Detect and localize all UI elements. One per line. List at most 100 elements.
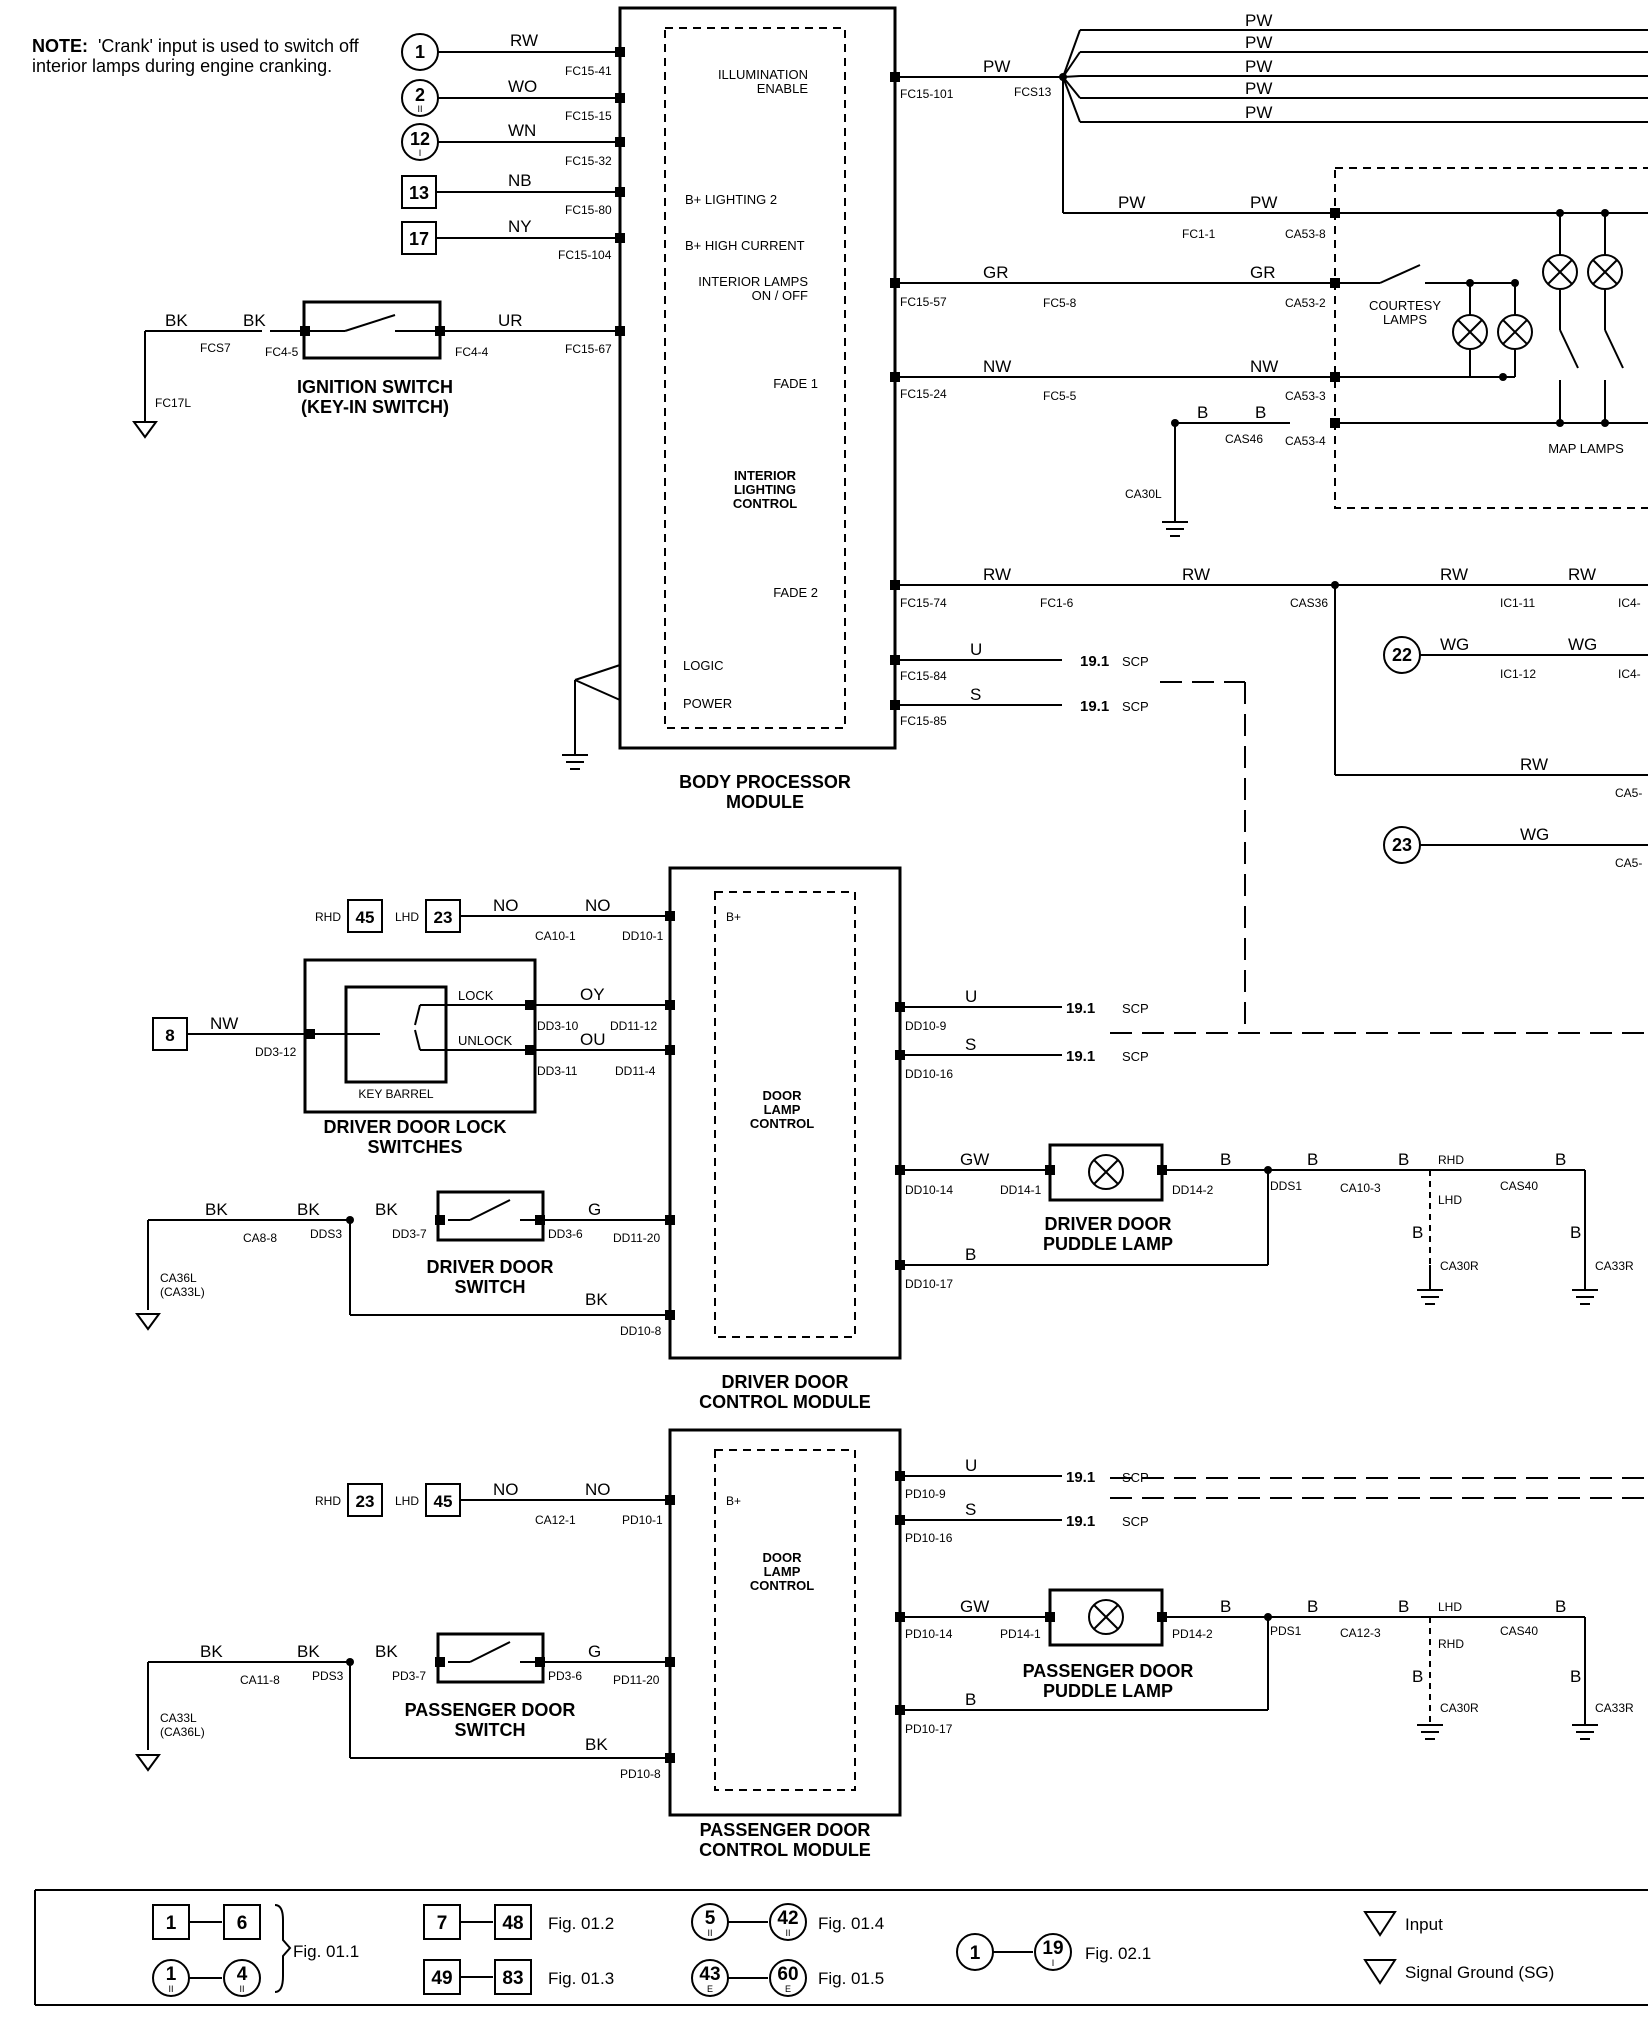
lhd-label-dd: LHD [1438,1193,1462,1207]
ddcm-title-1: DRIVER DOOR [721,1372,848,1392]
ref-num-8: 8 [165,1026,174,1045]
ref-num-22: 22 [1392,645,1412,665]
wire-b-pd-2: B [1307,1597,1318,1616]
wire-bk-ign-2: BK [243,311,266,330]
pin-fc4-4: FC4-4 [455,345,489,359]
ref-19-1-dd-b: 19.1 [1066,1048,1095,1065]
pin-dd11-4: DD11-4 [615,1064,656,1078]
ignition-title-2: (KEY-IN SWITCH) [301,397,449,417]
signal-ground-legend-symbol [1363,1959,1397,1985]
wire-gr-1: GR [983,263,1009,282]
bpm-title-2: MODULE [726,792,804,812]
pin-dd10-1: DD10-1 [622,929,664,943]
legend-sub-42: II [785,1928,790,1938]
pin-fc15-41: FC15-41 [565,64,612,78]
logic-label: LOGIC [683,658,723,673]
wire-bk-dd-2: BK [297,1200,320,1219]
pin-fc15-101: FC15-101 [900,87,954,101]
wire-u-pd: U [965,1456,977,1475]
lock-switches-title-1: DRIVER DOOR LOCK [323,1117,506,1137]
fig-01-1: Fig. 01.1 [293,1942,359,1961]
lamp-assembly-dashed-box [1334,167,1648,509]
wire-bk-pd-2: BK [297,1642,320,1661]
wire-bk-ign-1: BK [165,311,188,330]
note-line1: 'Crank' input is used to switch off [98,36,360,56]
ground-ca33r-pd: CA33R [1595,1701,1634,1715]
wire-b-1: B [1197,403,1208,422]
pin-pd10-16: PD10-16 [905,1531,953,1545]
ilc-center-1: INTERIOR [734,468,797,483]
wire-pw-5: PW [1245,103,1272,122]
pin-dds3: DDS3 [310,1227,342,1241]
ref-19-1-a: 19.1 [1080,653,1109,670]
scp-pd-1: SCP [1122,1470,1149,1485]
legend-square-48 [494,1904,532,1940]
pin-ic4-a: IC4- [1618,596,1641,610]
pin-ic4-b: IC4- [1618,667,1641,681]
pin-dd3-10: DD3-10 [537,1019,579,1033]
wire-gr-2: GR [1250,263,1276,282]
legend-square-83 [494,1959,532,1995]
wire-rw-3: RW [1182,565,1210,584]
legend-circle-4 [223,1959,261,1997]
pin-dd14-1: DD14-1 [1000,1183,1042,1197]
wire-gw-dd: GW [960,1150,989,1169]
ground-ca36l-alt: (CA36L) [160,1725,205,1739]
pin-fc15-84: FC15-84 [900,669,947,683]
power-label: POWER [683,696,732,711]
legend-circle-42 [769,1903,807,1941]
ilc-center-3: CONTROL [733,496,797,511]
pin-cas46: CAS46 [1225,432,1263,446]
lock-switches-title-2: SWITCHES [367,1137,462,1157]
ground-ca33r-dd: CA33R [1595,1259,1634,1273]
lamp-assembly-wiring [1335,212,1648,424]
wire-ur: UR [498,311,523,330]
ignition-switch-circuit [132,300,620,439]
pin-pd10-1: PD10-1 [622,1513,663,1527]
ground-ca30l: CA30L [1125,487,1162,501]
legend-num-1: 1 [166,1913,177,1934]
map-lamp-bulb-1 [1542,254,1578,290]
wire-ny: NY [508,217,532,236]
wire-pw-4: PW [1245,79,1272,98]
unlock-label: UNLOCK [458,1033,513,1048]
interior-lamps-label-1: INTERIOR LAMPS [698,274,808,289]
legend-num-49: 49 [431,1968,452,1989]
wire-pw-6: PW [983,57,1010,76]
pin-dds1: DDS1 [1270,1179,1302,1193]
fig-01-4: Fig. 01.4 [818,1914,884,1933]
legend-sub-5: II [707,1928,712,1938]
pin-pd3-6: PD3-6 [548,1669,582,1683]
pin-fc15-74: FC15-74 [900,596,947,610]
passenger-door-switch-box [436,1632,545,1684]
wire-rw-4: RW [1440,565,1468,584]
ref-num-12: 12 [410,129,430,149]
ref-sub-12: I [419,148,422,158]
bpm-output-wires [895,29,1648,706]
wire-wg-3: WG [1520,825,1549,844]
pin-dd10-16: DD10-16 [905,1067,953,1081]
ref-num-45-pd: 45 [434,1492,453,1511]
pin-fc15-104: FC15-104 [558,248,612,262]
pin-cas40-dd: CAS40 [1500,1179,1538,1193]
fig-01-5: Fig. 01.5 [818,1969,884,1988]
wire-no-1: NO [493,896,519,915]
ignition-labels: BK BK UR FCS7 FC4-5 FC4-4 FC17L IGNITION… [155,311,523,417]
wire-wo: WO [508,77,537,96]
legend-labels: 1 6 1 II 4 II Fig. 01.1 7 48 Fig. 01.2 4… [166,1908,1555,1994]
pin-cas40-pd: CAS40 [1500,1624,1538,1638]
dlc-center-3: CONTROL [750,1116,814,1131]
pin-pd10-17: PD10-17 [905,1722,953,1736]
wire-b-pd-1: B [1220,1597,1231,1616]
wire-pw-3: PW [1245,57,1272,76]
legend-sub-4: II [239,1984,244,1994]
pin-fc15-80: FC15-80 [565,203,612,217]
ref-num-23-pd: 23 [356,1492,375,1511]
passenger-door-lamp-dashed-box [714,1449,856,1791]
wire-gw-pd: GW [960,1597,989,1616]
ground-fc17l: FC17L [155,396,191,410]
pin-ca53-4: CA53-4 [1285,434,1326,448]
ref-num-1: 1 [415,42,425,62]
pin-fc15-85: FC15-85 [900,714,947,728]
